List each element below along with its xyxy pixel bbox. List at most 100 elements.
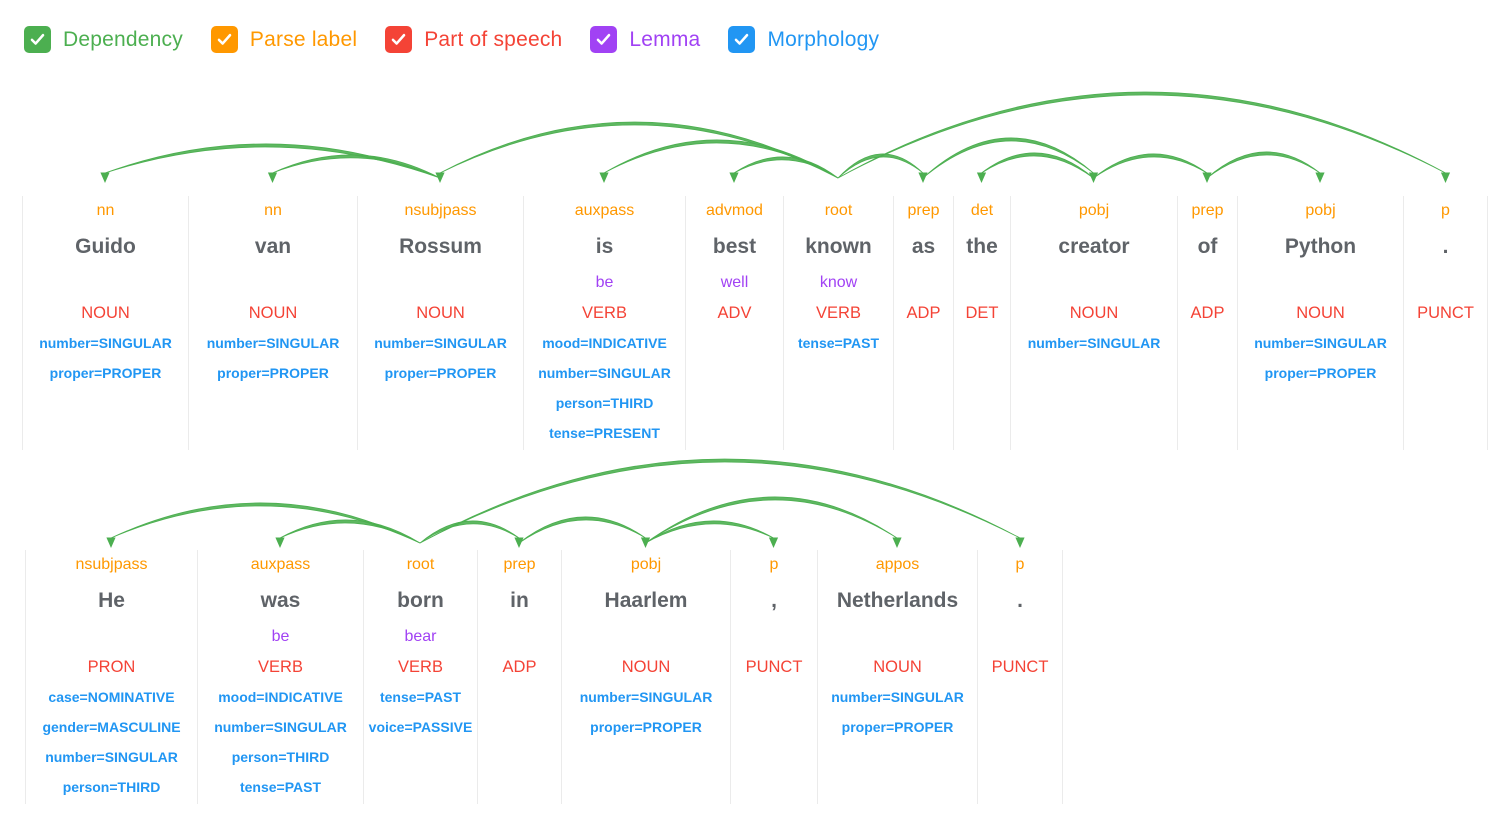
token-lemma — [818, 622, 977, 652]
morphology-feature: mood=INDICATIVE — [542, 335, 667, 351]
token-word: the — [966, 235, 998, 258]
part-of-speech: PUNCT — [1417, 304, 1474, 322]
morphology-feature: number=SINGULAR — [214, 719, 347, 735]
token-word: was — [260, 589, 301, 612]
arrowhead-icon — [106, 537, 116, 548]
dependency-arc — [645, 520, 779, 548]
arrowhead-icon — [100, 172, 110, 183]
part-of-speech: VERB — [816, 304, 861, 322]
lemma-checkbox[interactable] — [590, 26, 618, 53]
lemma-toggle[interactable]: Lemma — [590, 26, 700, 53]
token-lemma — [23, 268, 188, 298]
dependency-arc — [100, 143, 441, 183]
part-of-speech: VERB — [398, 658, 443, 676]
parse-label: pobj — [1305, 202, 1336, 219]
token-lemma: know — [819, 274, 858, 291]
morphology-list: number=SINGULAR proper=PROPER — [1238, 328, 1403, 388]
token-word: Netherlands — [836, 589, 959, 612]
morphology-feature: person=THIRD — [231, 749, 330, 765]
check-icon — [217, 33, 232, 45]
morphology-feature: person=THIRD — [62, 779, 161, 795]
token-lemma — [1404, 268, 1487, 298]
token-word: known — [805, 235, 872, 258]
token-lemma — [1238, 268, 1403, 298]
morphology-feature: proper=PROPER — [1264, 365, 1377, 381]
part-of-speech-toggle[interactable]: Part of speech — [385, 26, 562, 53]
morphology-feature: tense=PAST — [379, 689, 462, 705]
token-word: Haarlem — [604, 589, 688, 612]
morphology-feature: number=SINGULAR — [1027, 335, 1161, 351]
token-word: Python — [1284, 235, 1357, 258]
parse-label-label: Parse label — [249, 27, 358, 51]
parse-label-toggle[interactable]: Parse label — [210, 26, 358, 53]
dependency-arc — [419, 520, 524, 548]
morphology-feature: tense=PAST — [797, 335, 880, 351]
morphology-feature: mood=INDICATIVE — [218, 689, 343, 705]
dependency-arc — [599, 139, 839, 183]
parse-label: p — [769, 556, 779, 573]
morphology-feature: number=SINGULAR — [1254, 335, 1387, 351]
token-lemma — [894, 268, 953, 298]
token-lemma — [1178, 268, 1237, 298]
dependency-checkbox[interactable] — [24, 26, 51, 53]
dependency-arc — [518, 516, 651, 548]
parse-label: auxpass — [574, 202, 635, 219]
parse-label-checkbox[interactable] — [210, 26, 238, 53]
morphology-feature: tense=PRESENT — [549, 425, 660, 441]
arrowhead-icon — [1315, 172, 1325, 183]
arrowhead-icon — [1440, 172, 1451, 183]
morphology-feature: proper=PROPER — [590, 719, 702, 735]
part-of-speech-checkbox[interactable] — [385, 26, 413, 53]
morphology-label: Morphology — [767, 27, 880, 51]
part-of-speech: NOUN — [248, 304, 298, 322]
part-of-speech: VERB — [582, 304, 627, 322]
morphology-list: number=SINGULAR — [1011, 328, 1177, 358]
part-of-speech: PUNCT — [991, 658, 1049, 676]
morphology-feature: number=SINGULAR — [39, 335, 172, 351]
token-lemma — [1011, 268, 1177, 298]
dependency-label: Dependency — [63, 27, 183, 51]
check-icon — [391, 33, 406, 45]
display-options: Dependency Parse label Part of speech Le… — [24, 26, 879, 53]
morphology-checkbox[interactable] — [728, 26, 756, 53]
morphology-list: number=SINGULAR proper=PROPER — [23, 328, 188, 388]
morphology-feature: proper=PROPER — [49, 365, 162, 381]
morphology-feature: number=SINGULAR — [45, 749, 178, 765]
morphology-feature: number=SINGULAR — [374, 335, 507, 351]
dependency-arc — [976, 152, 1094, 183]
check-icon — [597, 33, 611, 45]
arrowhead-icon — [1015, 537, 1025, 548]
part-of-speech: DET — [965, 304, 999, 322]
morphology-feature: number=SINGULAR — [831, 689, 964, 705]
token-word: of — [1197, 235, 1218, 258]
token-lemma — [954, 268, 1010, 298]
part-of-speech: ADP — [906, 304, 941, 322]
token-lemma — [26, 622, 197, 652]
part-of-speech: NOUN — [416, 304, 465, 322]
morphology-list: mood=INDICATIVE number=SINGULAR person=THI… — [198, 682, 363, 802]
part-of-speech-label: Part of speech — [424, 27, 563, 51]
token-word: van — [254, 235, 292, 258]
check-icon — [30, 33, 45, 45]
token-column: p.PUNCT — [1403, 196, 1488, 450]
part-of-speech: NOUN — [621, 658, 671, 676]
dependency-arc — [837, 91, 1451, 183]
dependency-arc — [1206, 151, 1325, 183]
token-word: is — [595, 235, 614, 258]
lemma-label: Lemma — [629, 27, 701, 51]
morphology-toggle[interactable]: Morphology — [728, 26, 879, 53]
token-column: p,PUNCT — [730, 550, 817, 804]
dependency-arc — [729, 156, 839, 183]
dependency-toggle[interactable]: Dependency — [24, 26, 183, 53]
part-of-speech: ADV — [717, 304, 752, 322]
dependency-arc — [275, 519, 421, 548]
dependency-arc — [419, 458, 1025, 548]
morphology-feature: number=SINGULAR — [579, 689, 713, 705]
